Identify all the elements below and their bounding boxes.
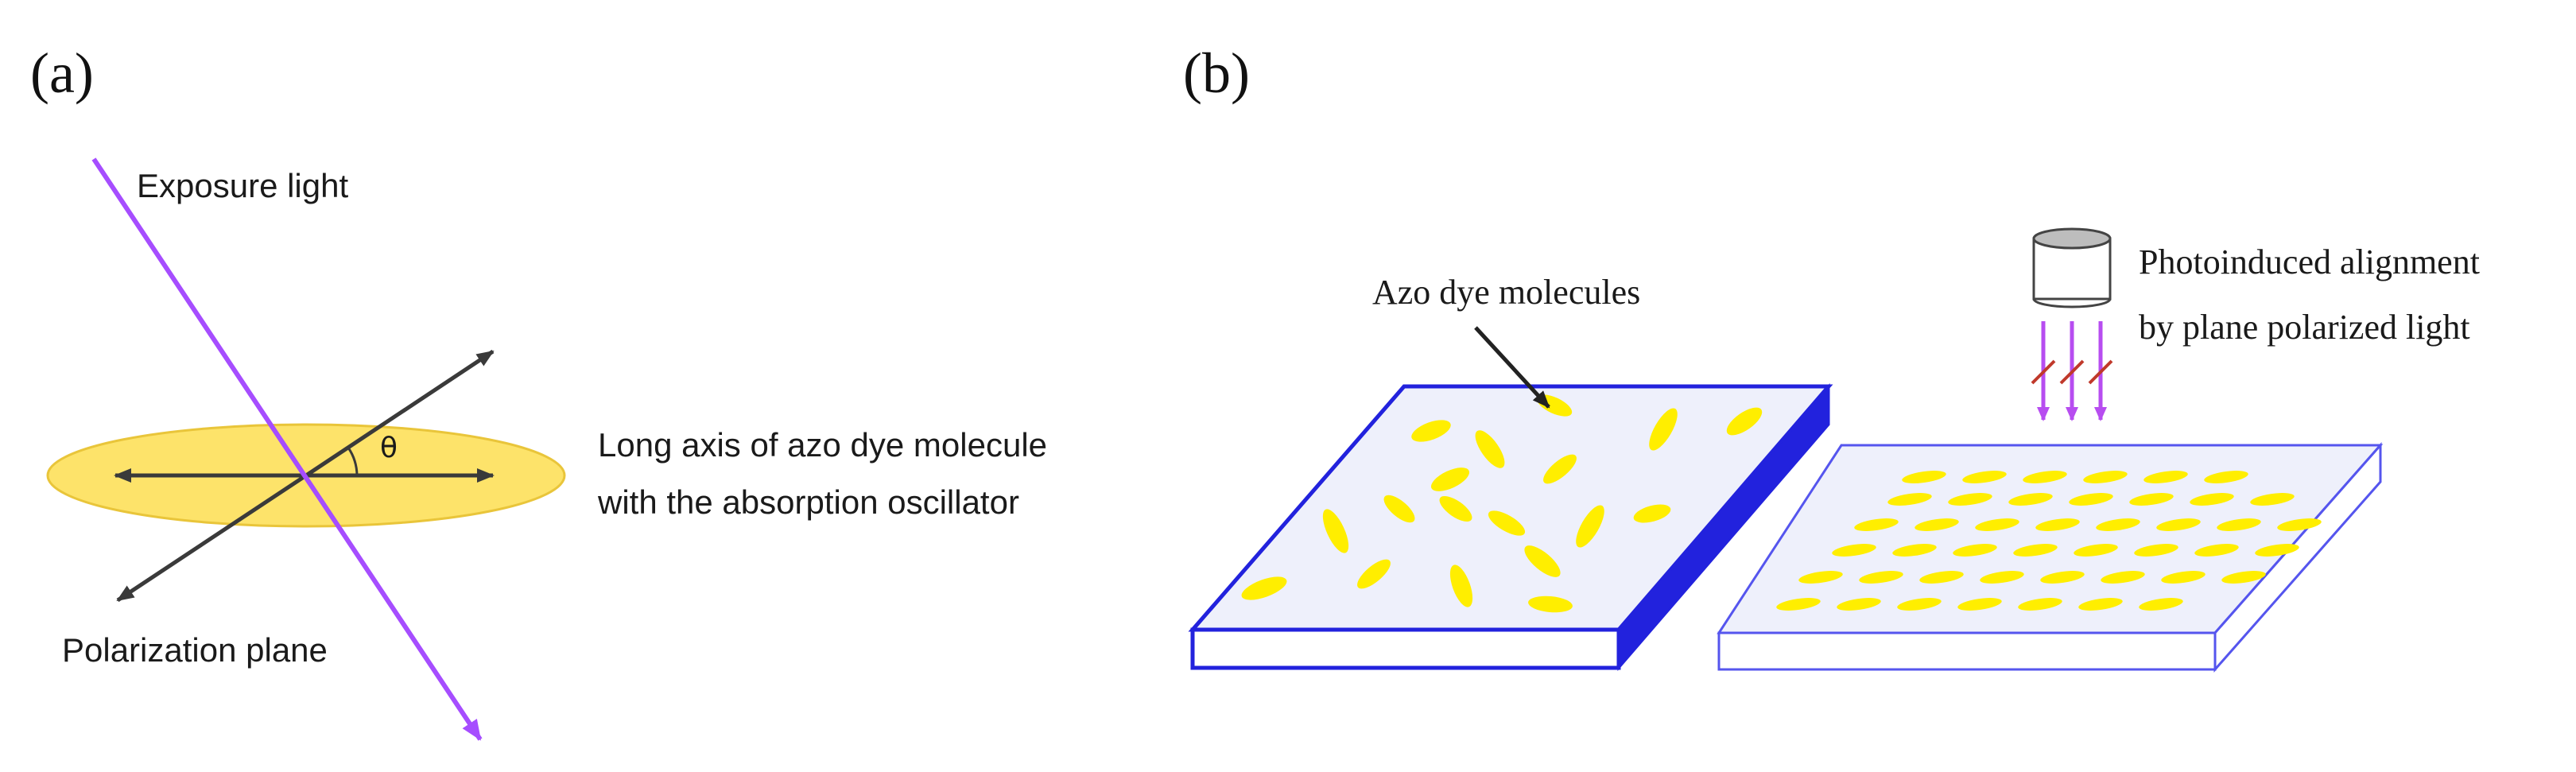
molecule xyxy=(1649,408,1678,451)
aligned-molecule xyxy=(2204,471,2248,483)
aligned-molecule xyxy=(1919,571,1964,584)
aligned-molecule xyxy=(2018,598,2062,611)
panel-b-label: (b) xyxy=(1183,41,1250,105)
aligned-molecule xyxy=(2040,571,2085,584)
aligned-molecule xyxy=(2074,544,2118,557)
molecule xyxy=(1430,467,1470,491)
substrate-random-side xyxy=(1617,382,1830,672)
aligned-molecule xyxy=(1980,571,2024,584)
aligned-molecule xyxy=(1832,544,1876,557)
substrate-random xyxy=(1188,382,1833,672)
exposure-light-ray xyxy=(91,157,483,741)
aligned-molecule xyxy=(2129,493,2174,506)
aligned-molecule xyxy=(2217,518,2261,531)
substrate-aligned-side xyxy=(2213,442,2382,673)
molecule xyxy=(1322,509,1349,553)
aligned-molecule xyxy=(2255,544,2299,557)
aligned-molecule xyxy=(2008,493,2053,506)
exposure-light-label: Exposure light xyxy=(137,167,348,204)
aligned-molecule xyxy=(2083,471,2128,483)
polarized-light-arrows xyxy=(2031,321,2113,421)
aligned-molecule xyxy=(2277,518,2322,531)
aligned-molecule xyxy=(1948,493,1992,506)
aligned-molecule xyxy=(1859,571,1903,584)
random-molecules xyxy=(1241,394,1763,613)
aligned-molecule xyxy=(2013,544,2058,557)
molecule xyxy=(1726,407,1763,436)
aligned-molecule xyxy=(1975,518,2019,531)
light-source-lamp xyxy=(2032,227,2112,308)
aligned-molecule xyxy=(1953,544,1997,557)
aligned-molecule xyxy=(1798,571,1843,584)
aligned-molecules xyxy=(1776,471,2322,611)
substrate-random-front xyxy=(1190,627,1621,670)
molecule xyxy=(1488,510,1526,536)
long-axis-label-line2: with the absorption oscillator xyxy=(597,483,1019,521)
aligned-molecule xyxy=(1915,518,1959,531)
substrate-aligned xyxy=(1717,442,2384,673)
aligned-molecule xyxy=(1902,471,1946,483)
molecule xyxy=(1383,495,1415,523)
aligned-molecule xyxy=(1897,598,1942,611)
molecule xyxy=(1241,576,1287,600)
substrate-aligned-front xyxy=(1717,631,2217,671)
photoinduced-label-line2: by plane polarized light xyxy=(2139,308,2470,347)
panel-a-label: (a) xyxy=(30,41,94,105)
polarization-plane-label: Polarization plane xyxy=(62,631,328,669)
polarization-marks xyxy=(2031,359,2113,385)
aligned-molecule xyxy=(2134,544,2178,557)
aligned-molecule xyxy=(2190,493,2234,506)
molecule xyxy=(1576,505,1604,548)
aligned-molecule xyxy=(2078,598,2123,611)
molecule xyxy=(1439,495,1472,522)
long-axis-label-line1: Long axis of azo dye molecule xyxy=(598,426,1047,464)
aligned-molecule xyxy=(2194,544,2239,557)
molecule xyxy=(1528,595,1573,613)
angle-theta: θ xyxy=(380,432,398,464)
aligned-molecule xyxy=(2035,518,2080,531)
aligned-molecule xyxy=(2139,598,2183,611)
aligned-molecule xyxy=(1837,598,1881,611)
aligned-molecule xyxy=(2143,471,2188,483)
aligned-molecule xyxy=(1892,544,1937,557)
aligned-molecule xyxy=(1962,471,2007,483)
angle-arc xyxy=(347,447,359,476)
photoinduced-label-line1: Photoinduced alignment xyxy=(2139,242,2480,281)
azo-dye-molecules-label: Azo dye molecules xyxy=(1372,273,1640,312)
molecule xyxy=(1357,559,1391,589)
aligned-molecule xyxy=(2250,493,2295,506)
aligned-molecule xyxy=(2161,571,2206,584)
aligned-molecule xyxy=(2221,571,2266,584)
azo-dye-leader-arrow xyxy=(1474,326,1550,409)
aligned-molecule xyxy=(2096,518,2140,531)
molecule xyxy=(1543,454,1577,484)
aligned-molecule xyxy=(2069,493,2113,506)
aligned-molecule xyxy=(1776,598,1821,611)
lamp-top xyxy=(2032,227,2112,250)
molecule xyxy=(1411,420,1451,442)
molecule xyxy=(1449,564,1473,607)
aligned-molecule xyxy=(1854,518,1899,531)
molecule xyxy=(1633,504,1671,523)
polarization-plane-arrow-lower xyxy=(116,473,308,603)
aligned-molecule xyxy=(2156,518,2201,531)
aligned-molecule xyxy=(1957,598,2002,611)
aligned-molecule xyxy=(2101,571,2145,584)
molecule xyxy=(1475,430,1505,468)
aligned-molecule xyxy=(2023,471,2067,483)
molecule xyxy=(1524,545,1561,577)
aligned-molecule xyxy=(1887,493,1932,506)
polarization-plane-arrow xyxy=(305,349,495,478)
